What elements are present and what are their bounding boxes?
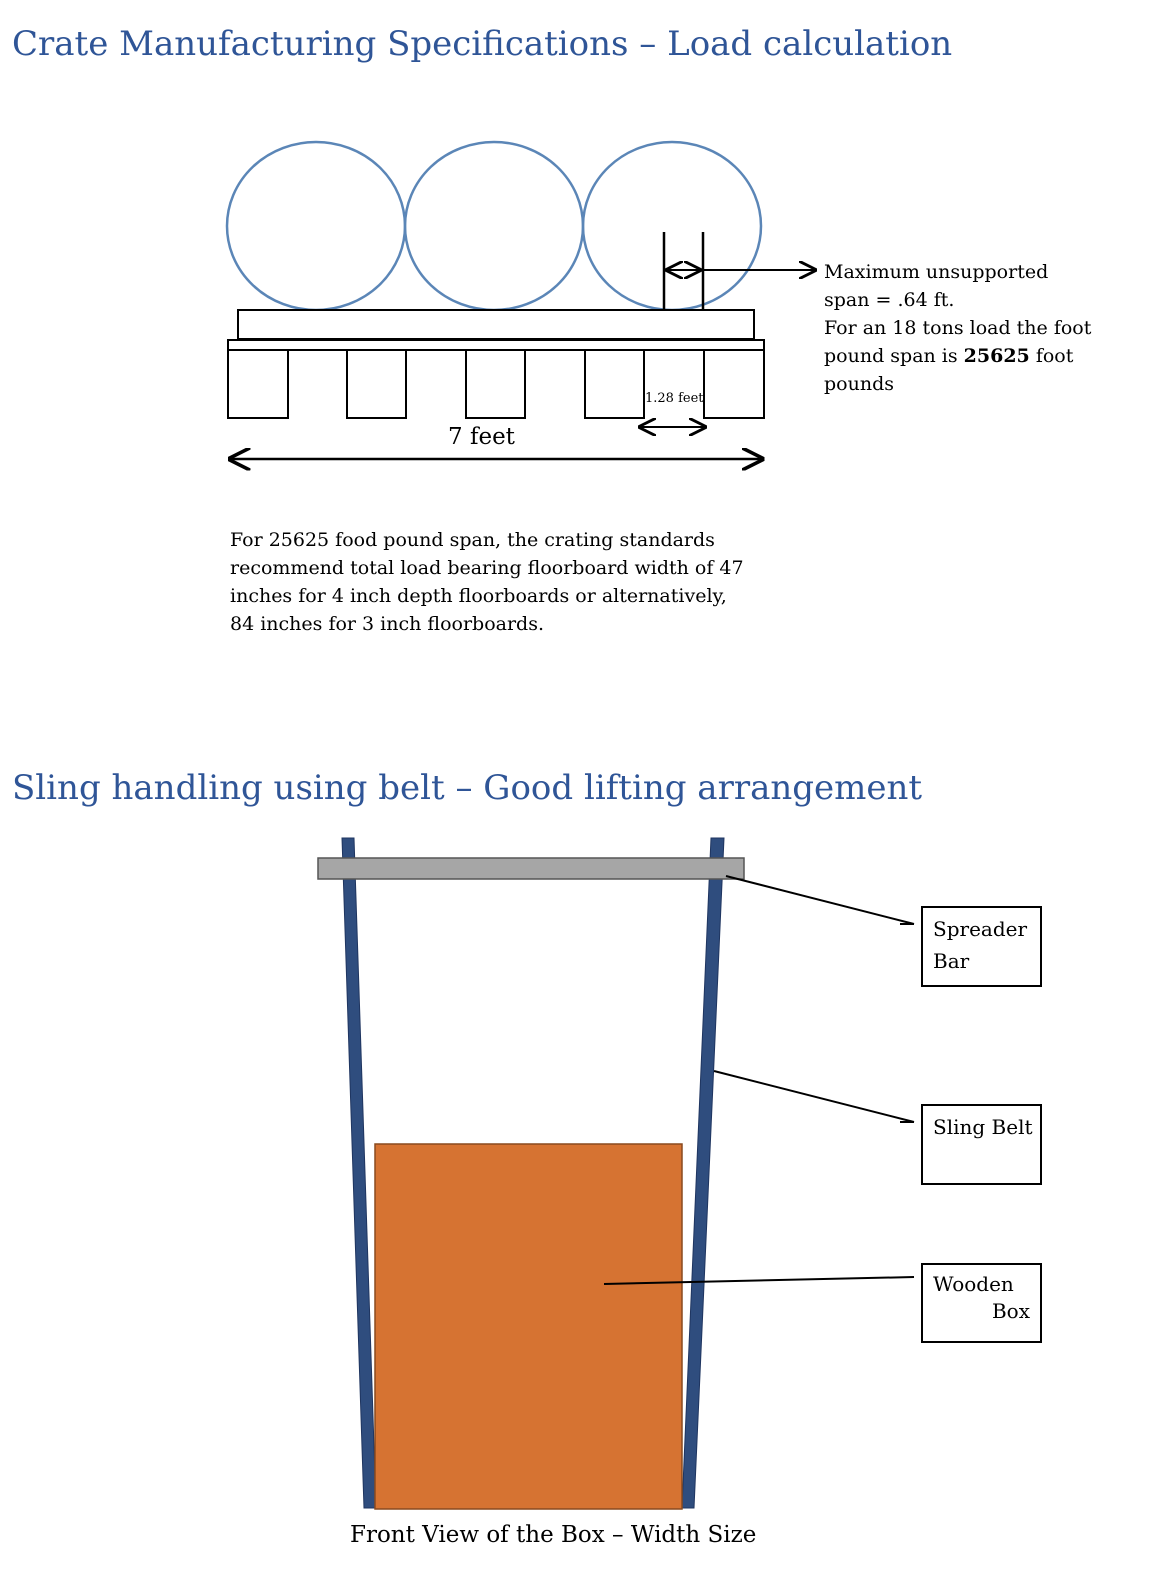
section-heading-sling-handling: Sling handling using belt – Good lifting… <box>12 768 923 808</box>
section-heading-load-calculation: Crate Manufacturing Specifications – Loa… <box>12 24 953 64</box>
sling-belt-right <box>681 837 725 1509</box>
note-line-4-tail: foot <box>1029 345 1074 367</box>
sling-belt-left <box>341 837 377 1509</box>
note-line-4-text: pound span is <box>824 345 964 367</box>
width-label: 7 feet <box>448 424 515 450</box>
skid-spacing-label: 1.28 feet <box>645 391 704 406</box>
paragraph-line-1: For 25625 food pound span, the crating s… <box>230 529 715 551</box>
load-cylinder-1 <box>225 140 407 312</box>
callout-spreader-bar-line-2: Bar <box>933 949 970 973</box>
load-cylinder-2 <box>403 140 585 312</box>
sling-belt-leader <box>713 1070 915 1123</box>
spreader-bar <box>317 857 745 880</box>
note-line-5: pounds <box>824 373 894 395</box>
wooden-box <box>374 1143 683 1510</box>
skid-5 <box>703 349 765 419</box>
paragraph-line-4: 84 inches for 3 inch floorboards. <box>230 613 544 635</box>
skid-1 <box>227 349 289 419</box>
skid-2 <box>346 349 407 419</box>
load-cylinder-3 <box>581 140 763 312</box>
floorboard-paragraph: For 25625 food pound span, the crating s… <box>230 526 790 638</box>
note-line-4: pound span is 25625 foot <box>824 342 1154 370</box>
top-board <box>237 309 755 340</box>
note-bold-value: 25625 <box>963 345 1030 367</box>
callout-wooden-box-line-2: Box <box>991 1299 1030 1323</box>
skid-4 <box>584 349 645 419</box>
spreader-bar-leader <box>725 875 915 925</box>
note-line-2: span = .64 ft. <box>824 289 955 311</box>
paragraph-line-2: recommend total load bearing floorboard … <box>230 557 744 579</box>
skid-3 <box>465 349 526 419</box>
callout-spreader-bar: Spreader Bar <box>921 906 1042 987</box>
note-line-3: For an 18 tons load the foot <box>824 317 1092 339</box>
span-note: Maximum unsupported span = .64 ft. For a… <box>824 258 1154 398</box>
floor-board <box>227 339 765 351</box>
front-view-caption: Front View of the Box – Width Size <box>350 1522 757 1548</box>
paragraph-line-3: inches for 4 inch depth floorboards or a… <box>230 585 727 607</box>
callout-sling-belt-line-1: Sling Belt <box>933 1115 1033 1139</box>
callout-spreader-bar-line-1: Spreader <box>933 917 1028 941</box>
callout-wooden-box-line-1: Wooden <box>933 1272 1014 1296</box>
callout-wooden-box: Wooden Box <box>921 1263 1042 1343</box>
wooden-box-leader <box>603 1276 915 1285</box>
note-line-1: Maximum unsupported <box>824 261 1049 283</box>
callout-sling-belt: Sling Belt <box>921 1104 1042 1185</box>
